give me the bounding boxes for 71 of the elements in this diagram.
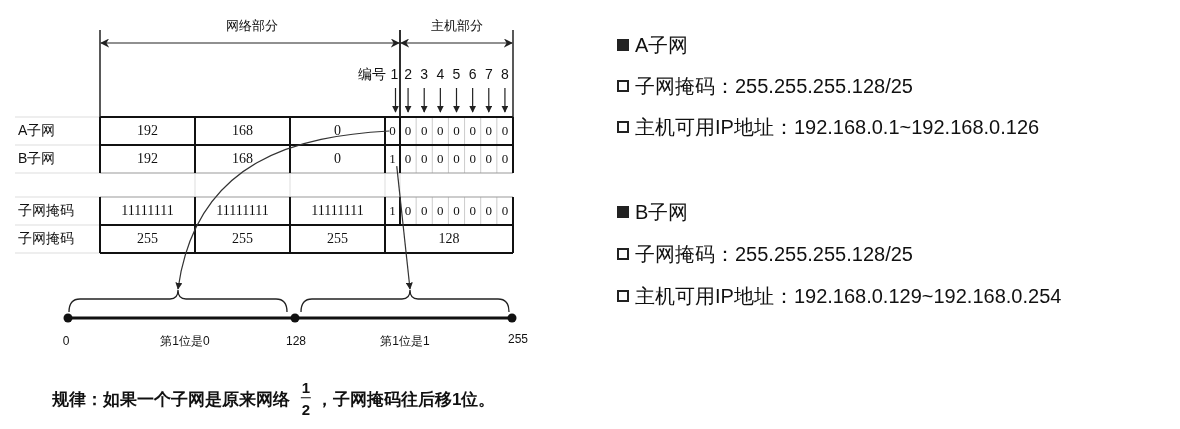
table-value: 0 [334,123,341,139]
bit-value: 0 [469,151,476,167]
bit-value: 0 [420,123,428,139]
bit-value: 0 [485,151,493,167]
bit-value: 0 [437,151,444,167]
bit-value: 0 [389,123,396,139]
segment-label: 第1位是1 [380,335,430,349]
bit-value: 0 [420,203,428,219]
bit-number: 6 [468,67,477,83]
curly-brace [68,289,288,313]
table-value: 192 [137,123,158,139]
axis-value: 128 [286,335,306,349]
axis-value: 255 [508,333,528,347]
table-value: 168 [232,151,253,167]
table-value: 255 [137,231,158,247]
table-value: 11111111 [121,203,174,219]
list-item: 子网掩码：255.255.255.128/25 [635,75,913,97]
table-value: 11111111 [216,203,269,219]
bit-value: 0 [485,203,493,219]
fraction-denominator: 2 [301,401,311,419]
rule-text: ，子网掩码往后移1位。 [316,390,496,410]
list-heading: A子网 [635,34,689,56]
bit-number: 1 [390,67,399,83]
bit-value: 1 [389,151,396,167]
fraction-numerator: 1 [300,380,312,398]
table-value: 168 [232,123,253,139]
bit-value: 0 [437,123,444,139]
column-heading: 编号 [358,67,386,83]
bit-value: 0 [404,123,412,139]
arrow [396,165,413,290]
dimension-label: 网络部分 [226,18,278,34]
bit-number: 8 [501,67,509,83]
table-value: 11111111 [311,203,364,219]
row-label: 子网掩码 [18,203,74,219]
bit-value: 0 [420,151,428,167]
list-item: 主机可用IP地址：192.168.0.129~192.168.0.254 [635,285,1062,307]
curly-brace [300,289,510,313]
bit-value: 0 [404,151,412,167]
table-value: 0 [334,151,341,167]
bit-value: 0 [437,203,444,219]
row-label: A子网 [18,123,56,139]
bit-value: 0 [501,151,509,167]
bit-value: 0 [453,123,460,139]
table-value: 192 [137,151,158,167]
row-label: 子网掩码 [18,231,74,247]
list-item: 主机可用IP地址：192.168.0.1~192.168.0.126 [635,116,1040,138]
bit-number: 3 [420,67,429,83]
bit-value: 0 [485,123,493,139]
arrow [175,130,390,290]
bit-value: 0 [469,203,476,219]
bit-value: 0 [501,123,509,139]
bit-value: 0 [501,203,509,219]
bit-value: 0 [453,151,460,167]
list-heading: B子网 [635,201,689,223]
bit-number: 4 [436,67,445,83]
dimension-label: 主机部分 [431,18,483,34]
row-label: B子网 [18,151,56,167]
axis-value: 0 [62,335,70,349]
table-value: 128 [438,231,460,247]
bit-value: 0 [469,123,476,139]
bit-value: 1 [389,203,396,219]
bit-number: 7 [484,67,493,83]
segment-label: 第1位是0 [160,335,210,349]
bit-number: 2 [404,67,412,83]
table-value: 255 [327,231,348,247]
bit-value: 0 [404,203,412,219]
table-value: 255 [232,231,253,247]
bit-value: 0 [453,203,460,219]
list-item: 子网掩码：255.255.255.128/25 [635,243,913,265]
rule-text: 规律：如果一个子网是原来网络 [52,390,290,410]
bit-number: 5 [452,67,461,83]
